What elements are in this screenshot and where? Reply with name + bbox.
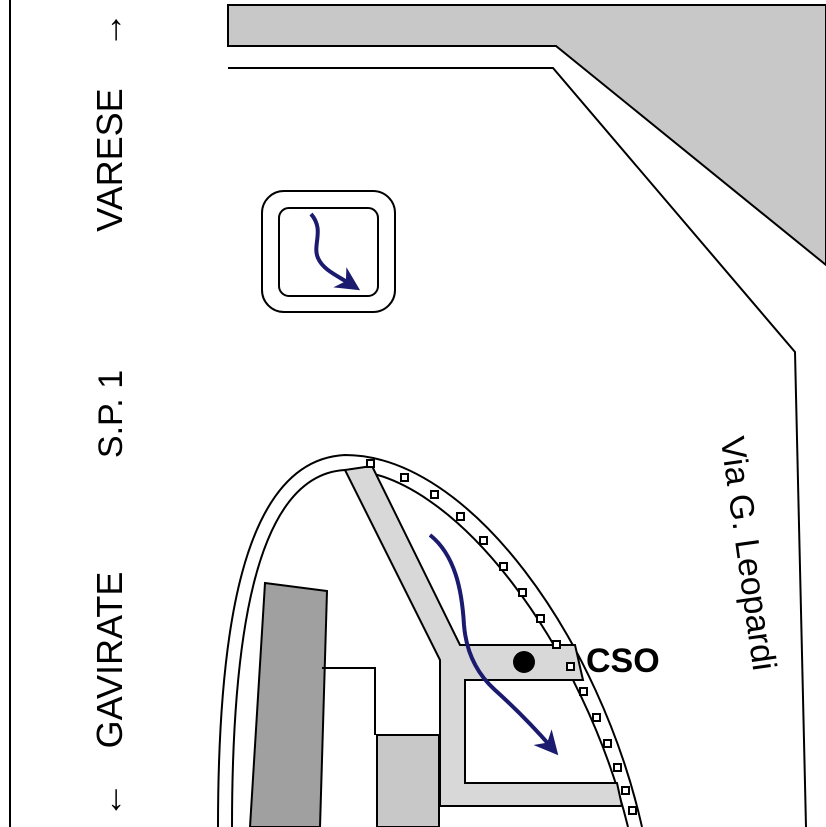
north-arrow-label: → xyxy=(89,12,130,48)
south-arrow-label: ← xyxy=(89,782,130,818)
tank-inner xyxy=(278,207,379,297)
building-dark xyxy=(248,581,329,827)
north-label: VARESE xyxy=(89,88,130,231)
filled-circle-icon xyxy=(513,651,535,673)
road-edge-right xyxy=(228,67,807,827)
curved-arrow-icon xyxy=(309,212,361,291)
point-label: CSO xyxy=(586,642,660,680)
south-label: GAVIRATE xyxy=(89,572,130,749)
boundary-markers xyxy=(366,459,637,815)
structure-outline xyxy=(322,667,376,735)
building-light xyxy=(376,734,440,827)
curved-arrow-icon xyxy=(428,533,559,756)
route-label: S.P. 1 xyxy=(92,370,130,458)
building-top-right xyxy=(227,4,826,267)
street-label: Via G. Leopardi xyxy=(713,434,783,673)
parcel-outer-boundary xyxy=(217,453,643,827)
